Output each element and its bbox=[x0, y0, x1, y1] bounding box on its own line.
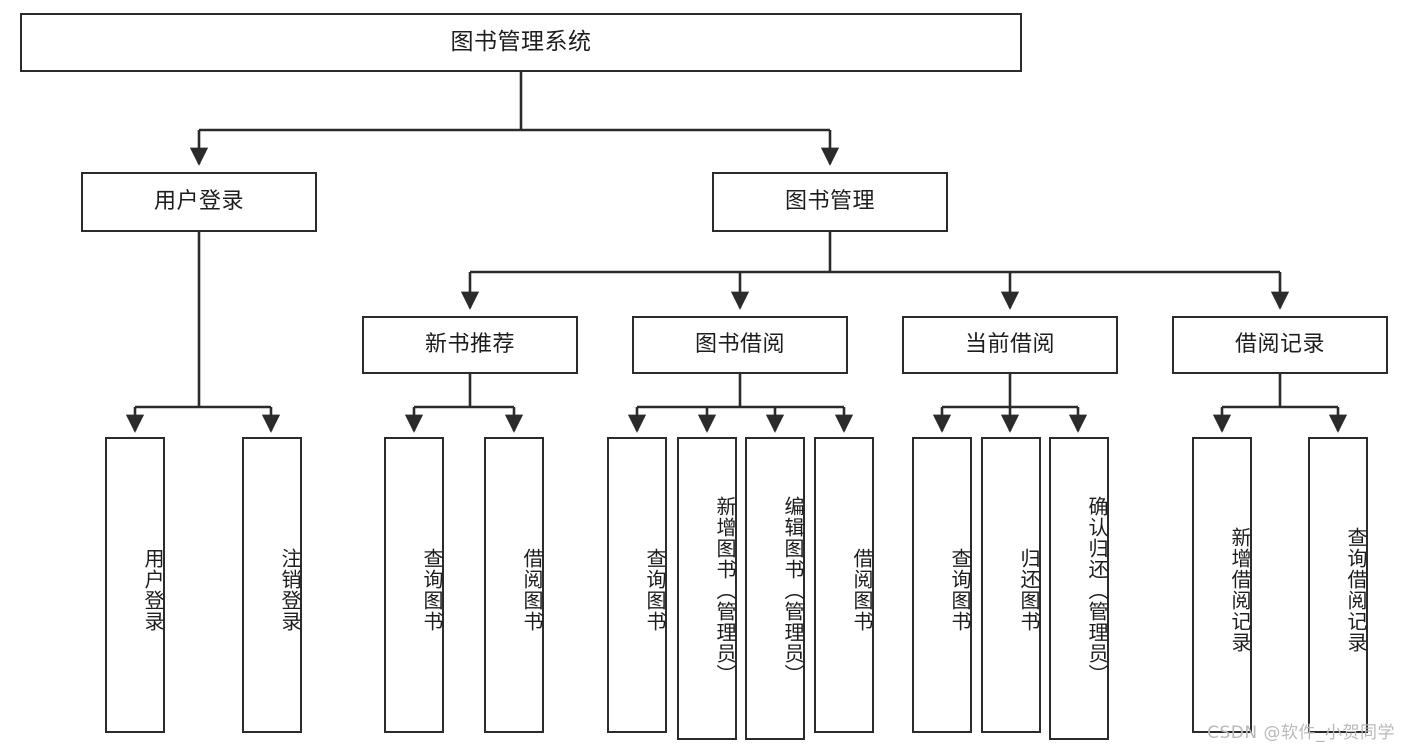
node-label: 当前借阅 bbox=[964, 332, 1055, 358]
leaf-book-borrow-borrow-book[interactable]: 借阅图书 bbox=[814, 437, 874, 733]
node-new-book-recommend[interactable]: 新书推荐 bbox=[362, 316, 578, 374]
node-label: 注销登录 bbox=[278, 548, 302, 632]
leaf-borrow-record-query-record[interactable]: 查询借阅记录 bbox=[1308, 437, 1368, 733]
leaf-current-borrow-confirm-return-admin[interactable]: 确认归还（管理员） bbox=[1049, 437, 1109, 740]
node-label: 新增借阅记录 bbox=[1228, 527, 1252, 653]
node-label: 查询图书 bbox=[643, 548, 667, 632]
node-current-borrow[interactable]: 当前借阅 bbox=[902, 316, 1118, 374]
node-label: 编辑图书（管理员） bbox=[781, 496, 805, 685]
node-label: 图书管理系统 bbox=[450, 29, 592, 56]
node-label: 新书推荐 bbox=[424, 332, 515, 358]
node-label: 图书借阅 bbox=[694, 332, 785, 358]
leaf-book-borrow-edit-book-admin[interactable]: 编辑图书（管理员） bbox=[745, 437, 805, 740]
node-label: 借阅图书 bbox=[520, 548, 544, 632]
node-book-borrow[interactable]: 图书借阅 bbox=[632, 316, 848, 374]
leaf-current-borrow-query-book[interactable]: 查询图书 bbox=[912, 437, 972, 733]
node-label: 查询图书 bbox=[420, 548, 444, 632]
node-label: 确认归还（管理员） bbox=[1085, 496, 1109, 685]
node-borrow-record[interactable]: 借阅记录 bbox=[1172, 316, 1388, 374]
leaf-current-borrow-return-book[interactable]: 归还图书 bbox=[981, 437, 1041, 733]
leaf-book-borrow-add-book-admin[interactable]: 新增图书（管理员） bbox=[677, 437, 737, 740]
node-label: 用户登录 bbox=[153, 189, 244, 215]
node-label: 借阅图书 bbox=[850, 548, 874, 632]
leaf-new-book-query-book[interactable]: 查询图书 bbox=[384, 437, 444, 733]
node-label: 用户登录 bbox=[141, 548, 165, 632]
node-book-management[interactable]: 图书管理 bbox=[712, 172, 948, 232]
leaf-user-login-logout[interactable]: 注销登录 bbox=[242, 437, 302, 733]
node-user-login[interactable]: 用户登录 bbox=[81, 172, 317, 232]
leaf-borrow-record-add-record[interactable]: 新增借阅记录 bbox=[1192, 437, 1252, 733]
node-root-system[interactable]: 图书管理系统 bbox=[20, 13, 1022, 72]
node-label: 查询借阅记录 bbox=[1344, 527, 1368, 653]
leaf-book-borrow-query-book[interactable]: 查询图书 bbox=[607, 437, 667, 733]
leaf-new-book-borrow-book[interactable]: 借阅图书 bbox=[484, 437, 544, 733]
csdn-watermark: CSDN @软件_小贺同学 bbox=[1207, 723, 1395, 743]
node-label: 借阅记录 bbox=[1234, 332, 1325, 358]
node-label: 新增图书（管理员） bbox=[713, 496, 737, 685]
leaf-user-login-login[interactable]: 用户登录 bbox=[105, 437, 165, 733]
node-label: 图书管理 bbox=[784, 189, 875, 215]
node-label: 归还图书 bbox=[1017, 548, 1041, 632]
node-label: 查询图书 bbox=[948, 548, 972, 632]
